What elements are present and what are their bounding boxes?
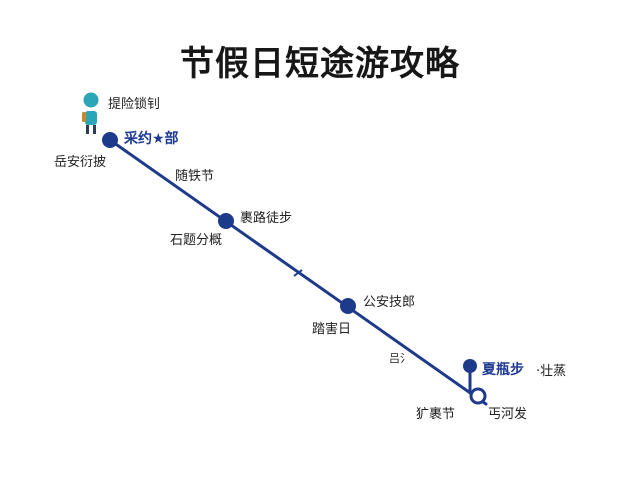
station-2 bbox=[218, 213, 234, 229]
person-with-backpack-icon bbox=[82, 92, 99, 134]
station-2-name: 裹路徒步 bbox=[240, 211, 293, 226]
page-title: 节假日短途游攻略 bbox=[180, 44, 460, 84]
station-start-sub: 岳安衍披 bbox=[54, 155, 107, 170]
station-3 bbox=[340, 298, 356, 314]
segment-3-label: 吕氵 bbox=[389, 352, 411, 365]
station-end-left: 犷裹节 bbox=[416, 407, 456, 422]
station-3-sub: 踏害日 bbox=[312, 322, 352, 337]
traveler-note: 提险锁钊 bbox=[108, 97, 161, 112]
ring-marker-icon bbox=[469, 387, 487, 405]
segment-1-label: 随铁节 bbox=[175, 169, 215, 184]
station-start-name: 采约★部 bbox=[124, 131, 179, 147]
station-4-name: 夏瓶步 bbox=[482, 362, 524, 378]
arrow-icon bbox=[293, 269, 303, 277]
station-3-name: 公安技郎 bbox=[363, 295, 416, 310]
station-4-extra: ·壮蒸 bbox=[536, 364, 567, 379]
station-start bbox=[102, 132, 118, 148]
station-2-sub: 石题分概 bbox=[170, 233, 223, 248]
station-end-right: 丐河发 bbox=[488, 407, 528, 422]
